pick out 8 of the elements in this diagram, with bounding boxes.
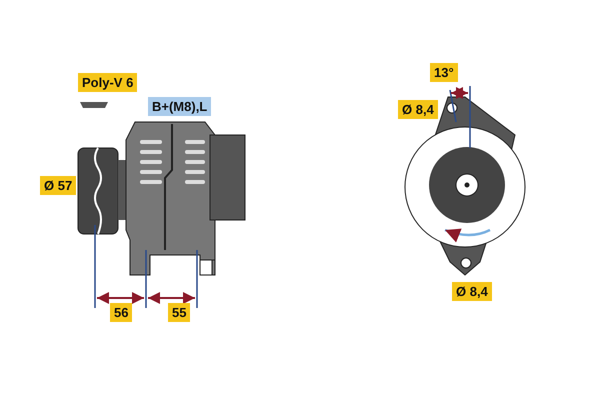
dimension-label: 55 xyxy=(168,303,190,322)
dimension-label: 13° xyxy=(430,63,458,82)
dimension-label: 56 xyxy=(110,303,132,322)
terminal-label: B+(M8),L xyxy=(148,97,212,116)
dimension-label: Ø 8,4 xyxy=(398,100,438,119)
dimension-label: Ø 57 xyxy=(40,176,76,195)
dimension-label: Poly-V 6 xyxy=(78,73,138,92)
dimension-label: Ø 8,4 xyxy=(452,282,492,301)
